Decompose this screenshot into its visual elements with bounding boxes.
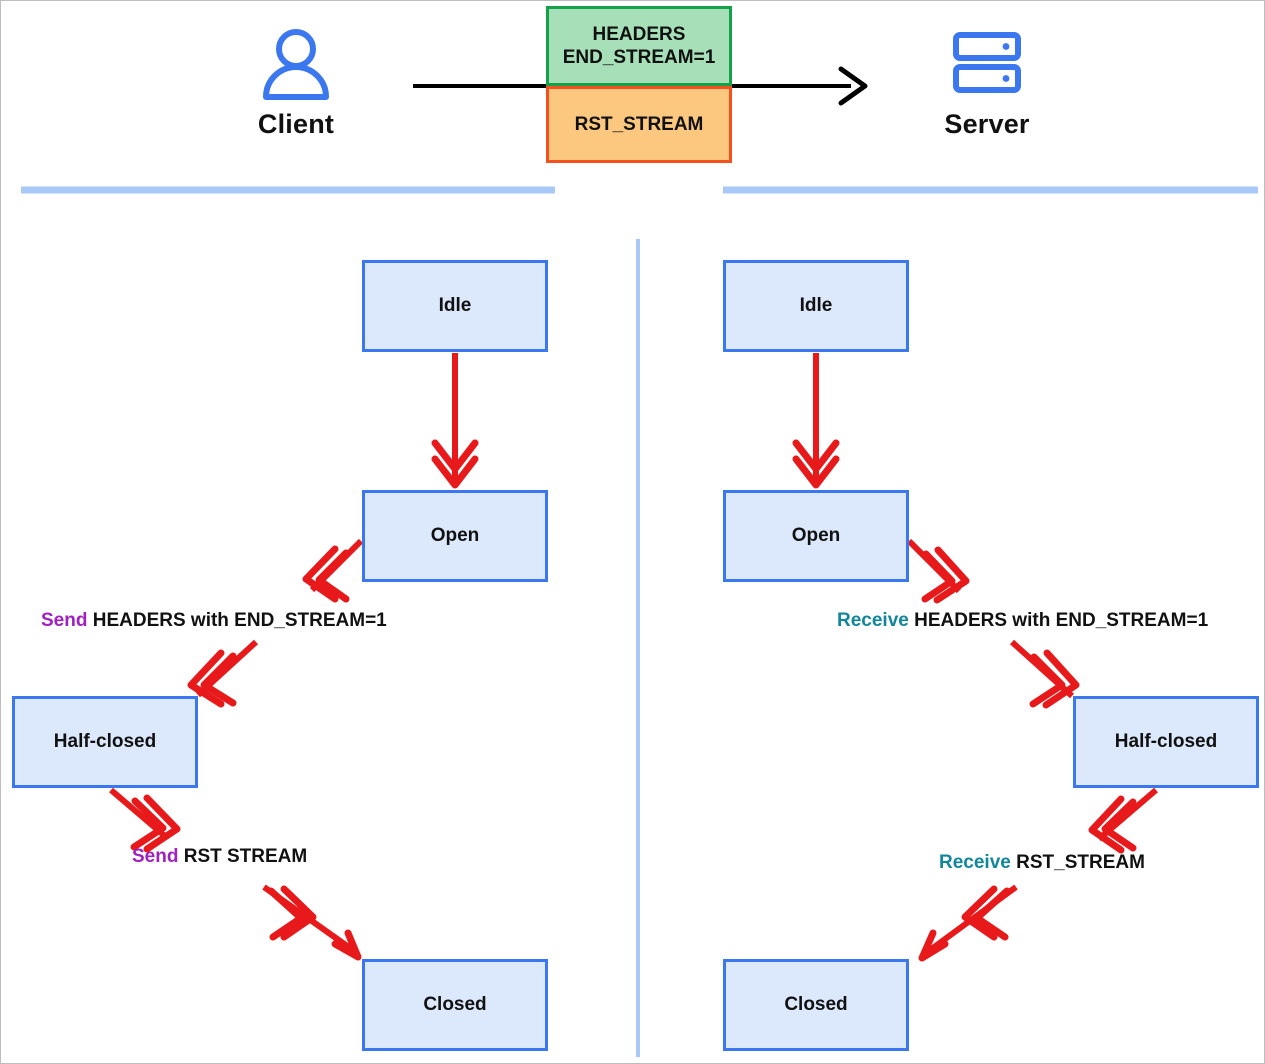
arrow-server-rstlabel-to-closed (918, 884, 1018, 962)
server-icon (887, 23, 1087, 103)
arrow-client-idle-to-open (431, 353, 479, 489)
transition-label-client-send-rst: Send RST STREAM (132, 846, 307, 868)
server-endpoint: Server (887, 23, 1087, 140)
transition-verb: Send (132, 846, 179, 867)
arrow-client-headers-to-halfclosed (187, 639, 259, 708)
state-box-server-half-closed[interactable]: Half-closed (1073, 696, 1259, 788)
frame-headers-line2: END_STREAM=1 (562, 47, 716, 68)
state-label: Idle (438, 295, 472, 316)
state-box-client-half-closed[interactable]: Half-closed (12, 696, 198, 788)
frame-headers-line1: HEADERS (592, 23, 686, 45)
state-box-server-open[interactable]: Open (723, 490, 909, 582)
frame-rst-line1: RST_STREAM (574, 113, 704, 135)
transition-verb: Receive (837, 610, 909, 631)
state-box-server-closed[interactable]: Closed (723, 959, 909, 1051)
transition-label-server-receive-rst: Receive RST_STREAM (939, 852, 1145, 874)
state-label: Half-closed (1114, 731, 1218, 752)
arrow-client-rstlabel-to-closed (262, 884, 362, 961)
transition-text: RST STREAM (183, 846, 308, 867)
transition-text: RST_STREAM (1016, 852, 1145, 873)
client-label: Client (257, 109, 335, 139)
state-box-server-idle[interactable]: Idle (723, 260, 909, 352)
frame-box-headers: HEADERS END_STREAM=1 (546, 6, 732, 86)
transition-text: HEADERS with END_STREAM=1 (92, 610, 387, 631)
transition-label-client-send-headers: Send HEADERS with END_STREAM=1 (41, 610, 387, 632)
state-box-client-open[interactable]: Open (362, 490, 548, 582)
client-endpoint: Client (196, 23, 396, 140)
server-label: Server (944, 109, 1030, 139)
state-label: Open (430, 525, 480, 546)
state-box-client-closed[interactable]: Closed (362, 959, 548, 1051)
transition-label-server-receive-headers: Receive HEADERS with END_STREAM=1 (837, 610, 1208, 632)
transition-text: HEADERS with END_STREAM=1 (914, 610, 1209, 631)
state-label: Closed (784, 994, 848, 1015)
arrow-server-idle-to-open (792, 353, 840, 489)
user-icon (196, 23, 396, 103)
arrow-server-headers-to-halfclosed (1009, 639, 1080, 709)
state-label: Closed (423, 994, 487, 1015)
arrow-server-open-to-halfclosed (906, 538, 970, 604)
arrow-client-halfclosed-to-rstlabel (109, 787, 181, 853)
transition-verb: Receive (939, 852, 1011, 873)
state-box-client-idle[interactable]: Idle (362, 260, 548, 352)
state-label: Open (791, 525, 841, 546)
state-label: Half-closed (53, 731, 157, 752)
transition-verb: Send (41, 610, 88, 631)
frame-box-rst-stream: RST_STREAM (546, 86, 732, 163)
arrow-server-halfclosed-to-rstlabel (1088, 787, 1158, 854)
arrow-client-open-to-halfclosed (302, 538, 364, 603)
state-label: Idle (799, 295, 833, 316)
